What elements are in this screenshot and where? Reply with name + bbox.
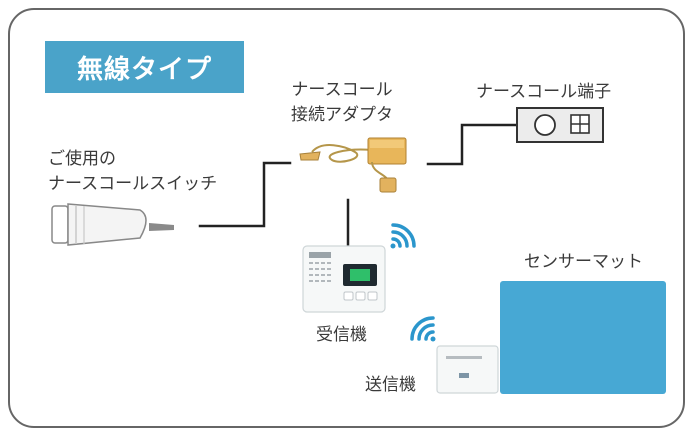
nurse-call-switch-illustration — [51, 203, 174, 246]
transmitter-label: 送信機 — [365, 375, 416, 395]
adapter-label: ナースコール 接続アダプタ — [291, 78, 393, 128]
transmitter-signal-icon — [410, 316, 436, 342]
receiver-illustration — [302, 245, 386, 313]
switch-label: ご使用の ナースコールスイッチ — [48, 147, 217, 197]
receiver-signal-icon — [390, 223, 416, 249]
transmitter-illustration — [436, 345, 499, 394]
adapter-to-terminal-line — [426, 123, 518, 166]
sensor-mat-label: センサーマット — [524, 252, 643, 272]
sensor-mat — [500, 281, 666, 394]
switch-label-line2: ナースコールスイッチ — [48, 174, 218, 194]
diagram-graphics — [51, 107, 604, 394]
receiver-label: 受信機 — [316, 325, 367, 345]
switch-label-line1: ご使用の — [48, 149, 116, 169]
wireless-type-badge: 無線タイプ — [45, 41, 244, 93]
adapter-label-line1: ナースコール — [291, 80, 393, 100]
terminal-label: ナースコール端子 — [476, 82, 612, 102]
nurse-call-adapter-illustration — [299, 137, 407, 193]
switch-to-adapter-line — [198, 161, 292, 228]
nurse-call-terminal-illustration — [516, 107, 604, 143]
adapter-label-line2: 接続アダプタ — [291, 105, 393, 125]
